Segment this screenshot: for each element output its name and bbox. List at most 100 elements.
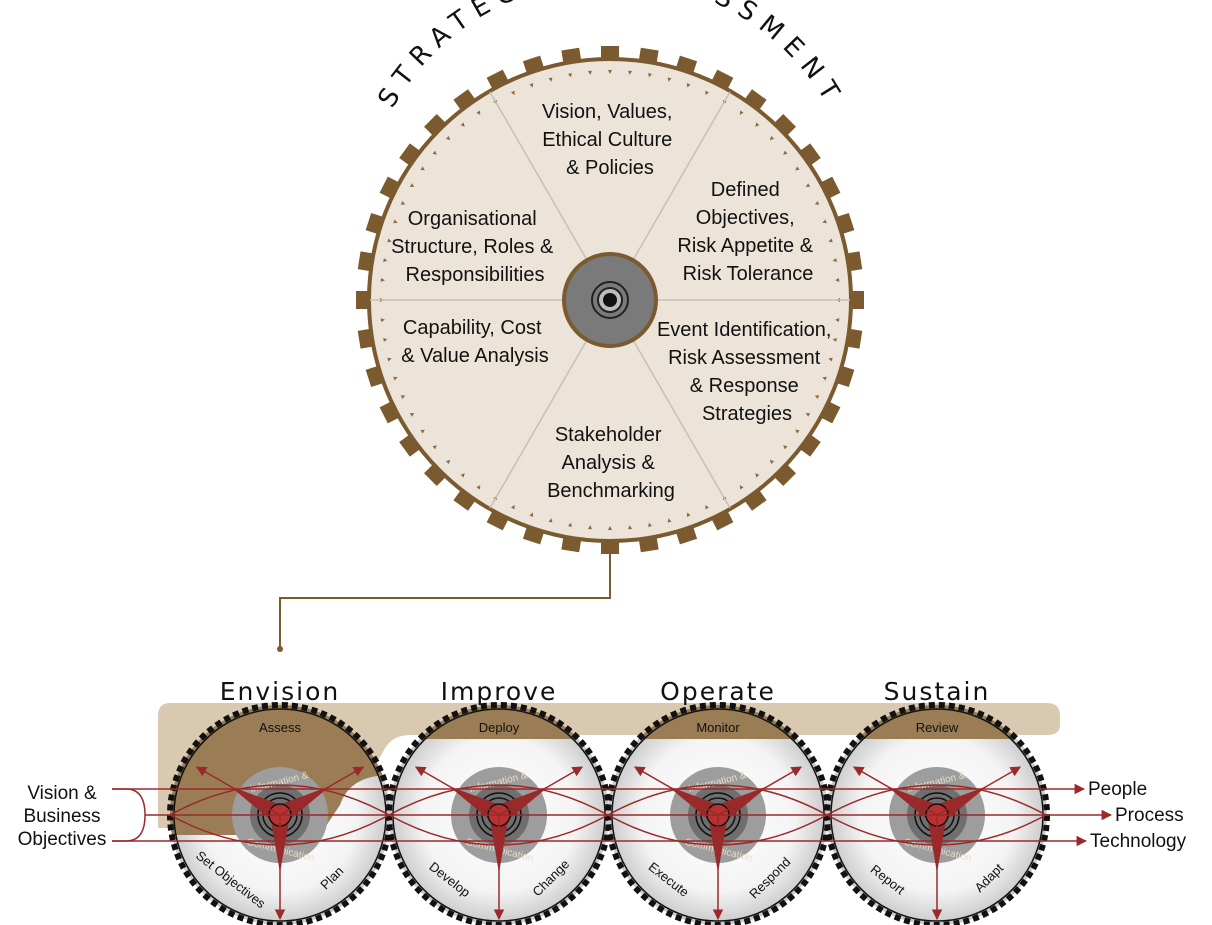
segment-organisational-structure: Organisational Structure, Roles & Respon… xyxy=(391,208,559,286)
gear-tooth xyxy=(399,433,422,457)
tick-mark xyxy=(822,376,827,381)
process-band xyxy=(158,703,1060,828)
rim-arrow xyxy=(498,766,584,816)
strategy-hub-dot xyxy=(603,293,617,307)
tick-mark xyxy=(828,357,833,362)
tick-mark xyxy=(755,122,760,127)
stage-top-label: Assess xyxy=(259,720,301,735)
flow-line xyxy=(388,814,609,846)
tick-mark xyxy=(783,445,788,450)
gear-tooth xyxy=(819,400,841,424)
strategy-wheel: Vision, Values, Ethical Culture & Polici… xyxy=(356,46,864,554)
tick-mark xyxy=(529,83,534,88)
tick-mark xyxy=(380,318,385,323)
tick-mark xyxy=(755,473,760,478)
tick-mark xyxy=(795,166,800,171)
stage-title-operate: Operate xyxy=(660,677,776,706)
tick-mark xyxy=(805,183,811,187)
input-objectives: Objectives xyxy=(18,829,107,850)
tick-mark xyxy=(510,504,515,510)
tick-mark xyxy=(608,70,612,74)
gear-tooth xyxy=(743,89,767,112)
flow-line xyxy=(169,814,390,846)
tick-mark xyxy=(832,258,837,263)
tick-mark xyxy=(476,485,481,490)
stage-title-improve: Improve xyxy=(441,677,558,706)
tick-mark xyxy=(608,526,612,530)
flow-line xyxy=(607,784,828,816)
tick-mark xyxy=(476,110,481,115)
tick-mark xyxy=(587,70,592,75)
rim-arrow xyxy=(717,766,803,816)
gear-tooth xyxy=(850,291,864,309)
segment-stakeholder-analysis: Stakeholder Analysis & Benchmarking xyxy=(547,424,675,502)
output-people: People xyxy=(1088,779,1147,800)
tick-mark xyxy=(400,395,406,400)
gear-tooth xyxy=(424,114,447,137)
tick-mark xyxy=(686,512,691,517)
rim-arrow xyxy=(195,766,281,816)
tick-mark xyxy=(380,277,385,282)
strategy-wheel-ticks xyxy=(380,70,840,530)
segment-vision-values: Vision, Values, Ethical Culture & Polici… xyxy=(542,101,678,179)
segment-capability-cost: Capability, Cost & Value Analysis xyxy=(401,317,549,367)
flow-line xyxy=(826,784,1047,816)
stage-title-sustain: Sustain xyxy=(884,677,991,706)
tick-mark xyxy=(705,504,710,510)
tick-mark xyxy=(510,90,515,96)
connector-line xyxy=(279,552,611,648)
gear-tooth xyxy=(773,463,796,486)
tick-mark xyxy=(647,73,652,78)
tick-mark xyxy=(529,512,534,517)
flow-line xyxy=(112,788,146,842)
tick-mark xyxy=(393,376,398,381)
tick-mark xyxy=(805,413,811,417)
gear-tooth xyxy=(453,488,477,511)
tick-mark xyxy=(432,445,437,450)
tick-mark xyxy=(460,473,465,478)
flow-line xyxy=(607,814,828,846)
tick-mark xyxy=(568,522,573,527)
input-business: Business xyxy=(23,806,100,827)
tick-mark xyxy=(460,122,465,127)
tick-mark xyxy=(705,90,710,96)
gear-tooth xyxy=(399,143,422,167)
gear-tooth xyxy=(601,540,619,554)
stage-titles: Envision Improve Operate Sustain xyxy=(220,677,991,706)
gear-tooth xyxy=(486,509,510,531)
tick-mark xyxy=(628,525,633,530)
tick-mark xyxy=(739,110,744,115)
tick-mark xyxy=(822,219,827,224)
tick-mark xyxy=(409,183,415,187)
flow-line xyxy=(388,784,609,816)
tick-mark xyxy=(568,73,573,78)
flow-lines xyxy=(112,783,1113,847)
tick-mark xyxy=(628,70,633,75)
gear-tooth xyxy=(379,400,401,424)
connector-dot xyxy=(277,646,283,652)
strategy-hub-ring xyxy=(591,281,629,319)
inputs: Vision & Business Objectives xyxy=(18,783,107,850)
flow-line xyxy=(169,784,390,816)
tick-mark xyxy=(587,525,592,530)
gear-tooth xyxy=(710,69,734,91)
stage-top-label: Review xyxy=(916,720,959,735)
tick-mark xyxy=(835,277,840,282)
rim-arrow xyxy=(633,766,719,816)
tick-mark xyxy=(647,522,652,527)
gear-tooth xyxy=(379,176,401,200)
tick-mark xyxy=(795,429,800,434)
output-technology: Technology xyxy=(1090,831,1187,852)
tick-mark xyxy=(814,200,820,205)
tick-mark xyxy=(387,357,392,362)
gear-tooth xyxy=(773,114,796,137)
gear-tooth xyxy=(356,291,370,309)
tick-mark xyxy=(432,150,437,155)
tick-mark xyxy=(420,429,425,434)
tick-mark xyxy=(548,518,553,523)
gear-tooth xyxy=(819,176,841,200)
tick-mark xyxy=(739,485,744,490)
tick-mark xyxy=(783,150,788,155)
tick-mark xyxy=(383,337,388,342)
